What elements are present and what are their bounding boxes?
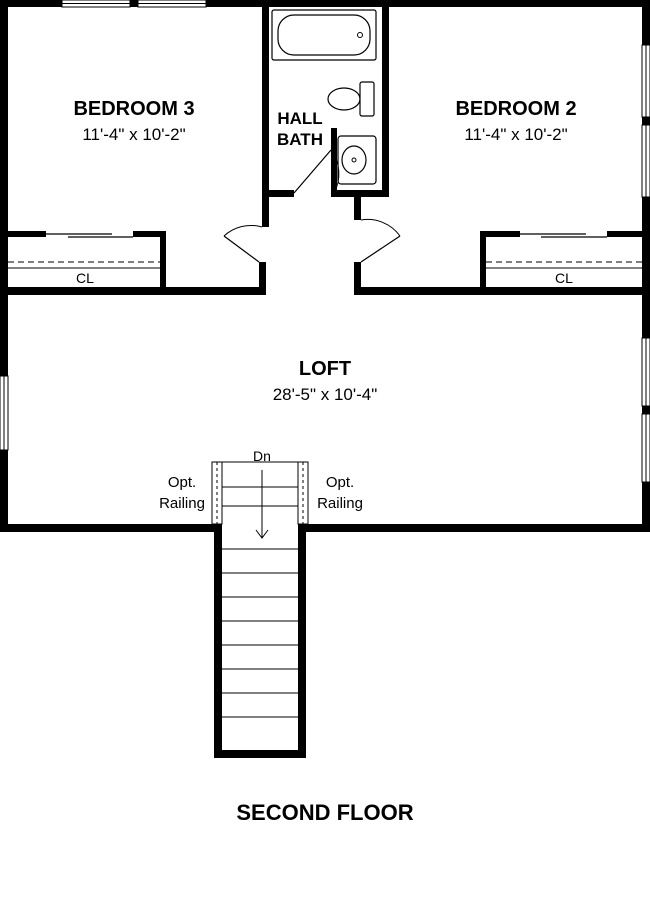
bedroom3-name: BEDROOM 3 (73, 98, 194, 120)
bedroom2-name: BEDROOM 2 (455, 98, 576, 120)
stairs-direction-label: Dn (253, 448, 271, 464)
bedroom3-size: 11'-4" x 10'-2" (82, 125, 185, 144)
staircase (211, 461, 309, 718)
railing-right-label-1: Opt. (326, 474, 354, 491)
toilet-icon (327, 81, 375, 117)
closet-right-label: CL (555, 270, 573, 286)
closet-left-label: CL (76, 270, 94, 286)
closet-left (8, 233, 160, 269)
bedroom2-size: 11'-4" x 10'-2" (464, 125, 567, 144)
walls (0, 0, 650, 758)
windows (0, 0, 650, 483)
railing-right-label-2: Railing (317, 495, 363, 512)
railing-left-label-2: Railing (159, 495, 205, 512)
floor-title: SECOND FLOOR (236, 800, 413, 825)
closet-right (486, 233, 642, 269)
hall-bath-label-2: BATH (277, 130, 323, 149)
bathtub-icon (271, 9, 377, 61)
doors (223, 149, 401, 263)
hall-bath-label-1: HALL (277, 109, 322, 128)
loft-name: LOFT (299, 358, 351, 380)
sink-icon (337, 135, 377, 185)
railing-left-label-1: Opt. (168, 474, 196, 491)
loft-size: 28'-5" x 10'-4" (273, 385, 378, 404)
